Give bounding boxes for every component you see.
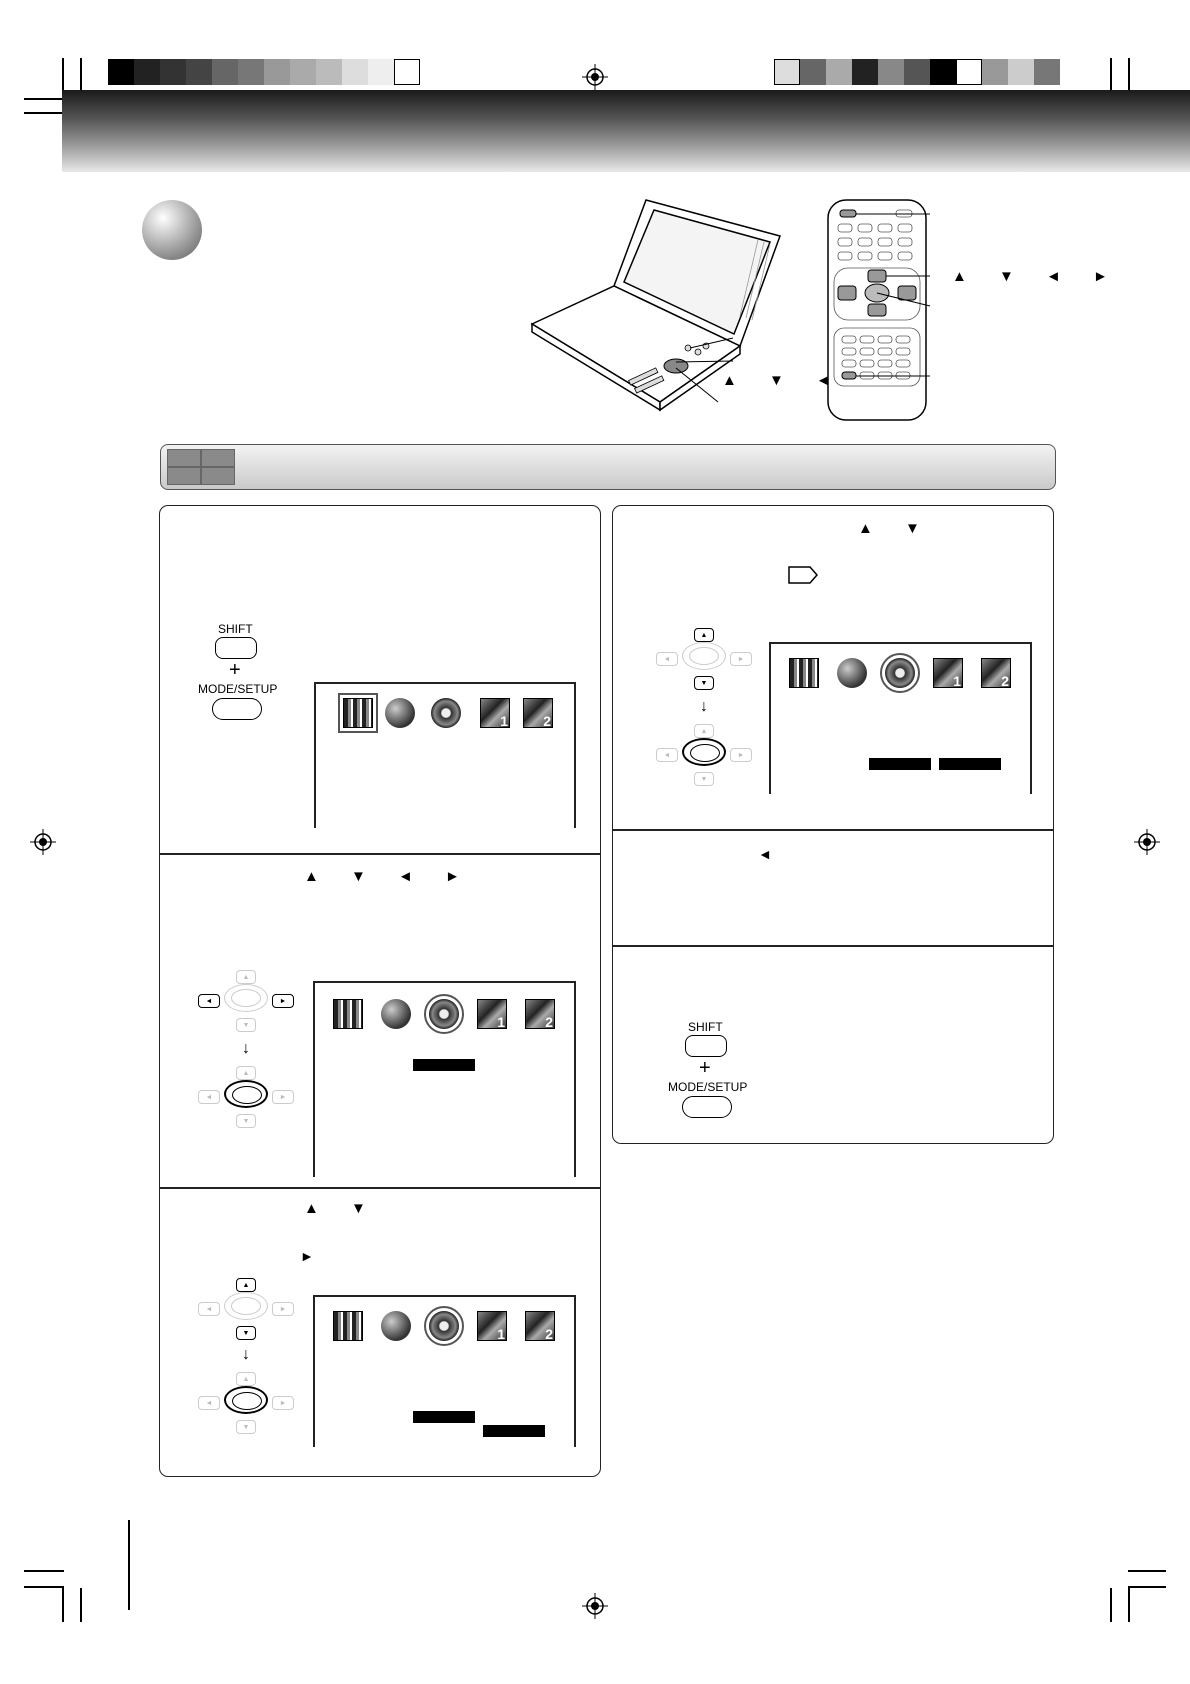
parental-1-icon (933, 658, 963, 689)
strip-cell (201, 467, 235, 485)
nav-pad-arrows: ▲ ◄ ► ▼ (198, 970, 294, 1032)
selected-item-highlight (413, 1059, 475, 1071)
step-divider (159, 1187, 601, 1189)
nav-pad-updown: ▲ ◄ ► ▼ (198, 1278, 294, 1340)
step-updown-keys: ▲ ▼ (858, 520, 934, 537)
right-arrow-key: ► (300, 1248, 314, 1264)
selected-option-highlight (483, 1425, 545, 1437)
audio-setting-screen (769, 642, 1032, 794)
picture-icon (789, 658, 819, 688)
nav-pad-enter: ▲ ◄ ► ▼ (198, 1066, 294, 1128)
parental-2-icon (523, 698, 553, 729)
selected-option-highlight (939, 758, 1001, 770)
picture-icon (333, 1311, 363, 1341)
shift-button-label: SHIFT (688, 1020, 723, 1034)
parental-2-icon (525, 999, 555, 1030)
step-divider (612, 829, 1054, 831)
parental-2-icon (981, 658, 1011, 689)
step-divider (159, 853, 601, 855)
tag-outline-icon (788, 566, 818, 584)
shift-button[interactable] (215, 637, 257, 659)
plus-sign: + (229, 659, 241, 681)
remote-control-illustration (827, 199, 931, 421)
picture-icon (333, 999, 363, 1029)
registration-mark-bottom (582, 1593, 608, 1619)
registration-mark-right (1134, 829, 1160, 855)
left-steps-panel (159, 505, 601, 1477)
registration-mark-top (582, 64, 608, 90)
setup-menu-screen (314, 682, 576, 828)
left-arrow-key: ◄ (758, 846, 772, 862)
right-steps-panel (612, 505, 1054, 1144)
header-band (62, 90, 1190, 172)
parental-2-icon (525, 1311, 555, 1342)
parental-1-icon (477, 999, 507, 1030)
nav-pad-enter: ▲ ◄ ► ▼ (656, 724, 752, 786)
down-arrow-icon: ↓ (242, 1346, 250, 1363)
strip-cell (167, 467, 201, 485)
down-arrow-icon: ↓ (242, 1040, 250, 1057)
down-arrow-icon: ↓ (700, 698, 708, 715)
strip-cell (167, 449, 201, 467)
section-bullet-sphere (142, 200, 202, 260)
shift-button-label: SHIFT (218, 622, 253, 636)
nav-pad-enter: ▲ ◄ ► ▼ (198, 1372, 294, 1434)
step-arrow-keys: ▲ ▼ ◄ ► (304, 868, 474, 885)
strip-cell (201, 449, 235, 467)
registration-mark-left (30, 829, 56, 855)
parental-1-icon (477, 1311, 507, 1342)
language-globe-icon (385, 698, 415, 728)
audio-option-screen (313, 1295, 576, 1447)
language-globe-icon (381, 999, 411, 1029)
selected-item-highlight (413, 1411, 475, 1423)
section-strip (160, 444, 1056, 490)
remote-arrow-keys-label: ▲ ▼ ◄ ► (952, 268, 1122, 285)
speaker-icon (431, 698, 461, 728)
speaker-icon (424, 994, 464, 1034)
parental-1-icon (480, 698, 510, 729)
audio-setup-screen (313, 981, 576, 1177)
mode-setup-button[interactable] (212, 698, 262, 720)
speaker-icon (880, 653, 920, 693)
portable-dvd-player-illustration (530, 199, 781, 412)
selected-item-highlight (869, 758, 931, 770)
step-updown-keys: ▲ ▼ (304, 1200, 380, 1217)
plus-sign: + (699, 1057, 711, 1079)
step-divider (612, 945, 1054, 947)
nav-pad-updown: ▲ ◄ ► ▼ (656, 628, 752, 690)
picture-icon (338, 693, 378, 733)
mode-setup-button[interactable] (682, 1096, 732, 1118)
mode-setup-button-label: MODE/SETUP (668, 1080, 748, 1094)
language-globe-icon (381, 1311, 411, 1341)
language-globe-icon (837, 658, 867, 688)
speaker-icon (424, 1306, 464, 1346)
shift-button[interactable] (685, 1035, 727, 1057)
mode-setup-button-label: MODE/SETUP (198, 682, 278, 696)
